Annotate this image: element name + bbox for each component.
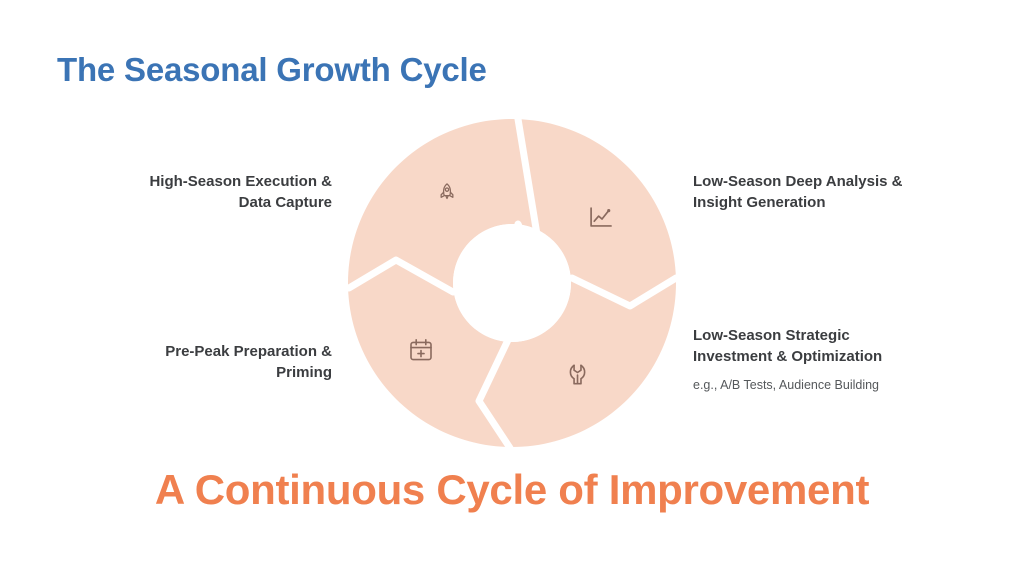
rocket-icon: [440, 183, 454, 200]
wrench-icon: [569, 364, 586, 385]
line-chart-icon: [590, 207, 612, 227]
page-title: The Seasonal Growth Cycle: [57, 51, 487, 88]
stage-label-line2: Insight Generation: [693, 194, 826, 212]
divider-left: [345, 256, 457, 296]
stage-label-line2: Investment & Optimization: [693, 348, 883, 366]
donut-ring: [347, 119, 676, 447]
stage-label-line2: Priming: [276, 364, 332, 382]
stage-label-line1: Low-Season Strategic: [693, 327, 850, 344]
stage-label-pre-peak-preparation: Pre-Peak Preparation & Priming: [72, 341, 332, 384]
stage-label-line1: Pre-Peak Preparation &: [165, 343, 332, 360]
stage-label-line1: Low-Season Deep Analysis &: [693, 173, 903, 190]
closing-headline: A Continuous Cycle of Improvement: [154, 466, 870, 513]
stage-label-line1: High-Season Execution &: [149, 173, 332, 190]
stage-label-low-season-deep-analysis: Low-Season Deep Analysis & Insight Gener…: [693, 171, 983, 214]
stage-label-high-season-execution: High-Season Execution & Data Capture: [72, 171, 332, 214]
divider-bottom: [475, 336, 514, 452]
cycle-hub: [453, 224, 571, 342]
stage-label-low-season-strategic-investment: Low-Season Strategic Investment & Optimi…: [693, 325, 983, 393]
calendar-plus-icon: [410, 338, 432, 361]
stage-sublabel: e.g., A/B Tests, Audience Building: [693, 377, 880, 392]
stage-label-line2: Data Capture: [238, 194, 332, 212]
divider-right: [568, 274, 680, 310]
cycle-diagram: [340, 110, 684, 458]
